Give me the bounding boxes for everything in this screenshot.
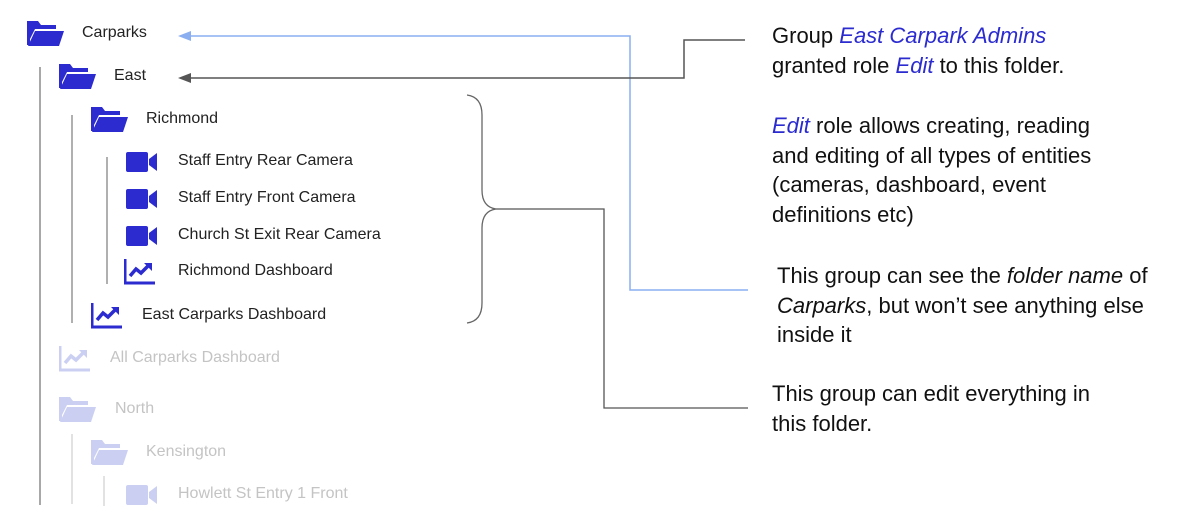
note-group-granted: Group East Carpark Admins granted role E… [772,23,1065,78]
chart-dashboard-icon [90,303,123,334]
tree-item-label: North [115,400,155,417]
dark-connector [190,39,745,79]
tree-item-label: Carparks [82,24,147,41]
tree-item-label: East [114,67,147,84]
video-camera-icon [126,151,158,178]
video-camera-icon [126,225,158,252]
tree-item-label: Richmond Dashboard [178,262,333,279]
tree-item-label: Staff Entry Front Camera [178,189,356,206]
bracket [466,94,497,324]
tree-item-label: Staff Entry Rear Camera [178,152,353,169]
video-camera-icon [126,188,158,215]
folder-open-icon [58,397,96,428]
blue-arrowhead [178,31,191,41]
video-camera-icon [126,484,158,511]
tree-item-label: Howlett St Entry 1 Front [178,485,348,502]
tree-guide-line [39,67,41,505]
tree-guide-line [71,115,73,323]
dark-arrowhead [178,73,191,83]
tree-guide-line [103,476,105,506]
folder-open-icon [26,21,64,52]
bracket-connector [496,208,748,409]
tree-item-label: Kensington [146,443,227,460]
folder-open-icon [90,107,128,138]
note-folder-name: This group can see the folder name of Ca… [777,263,1148,347]
tree-item-label: Church St Exit Rear Camera [178,226,381,243]
folder-open-icon [90,440,128,471]
tree-item-label: East Carparks Dashboard [142,306,327,323]
folder-open-icon [58,64,96,95]
tree-guide-line [71,434,73,504]
chart-dashboard-icon [123,259,156,290]
tree-item-label: All Carparks Dashboard [110,349,280,366]
tree-guide-line [106,157,108,284]
chart-dashboard-icon [58,346,91,377]
tree-item-label: Richmond [146,110,219,127]
note-edit-everything: This group can edit everything in this f… [772,381,1090,436]
blue-connector [190,35,748,291]
note-edit-role: Edit role allows creating, reading and e… [772,113,1092,227]
